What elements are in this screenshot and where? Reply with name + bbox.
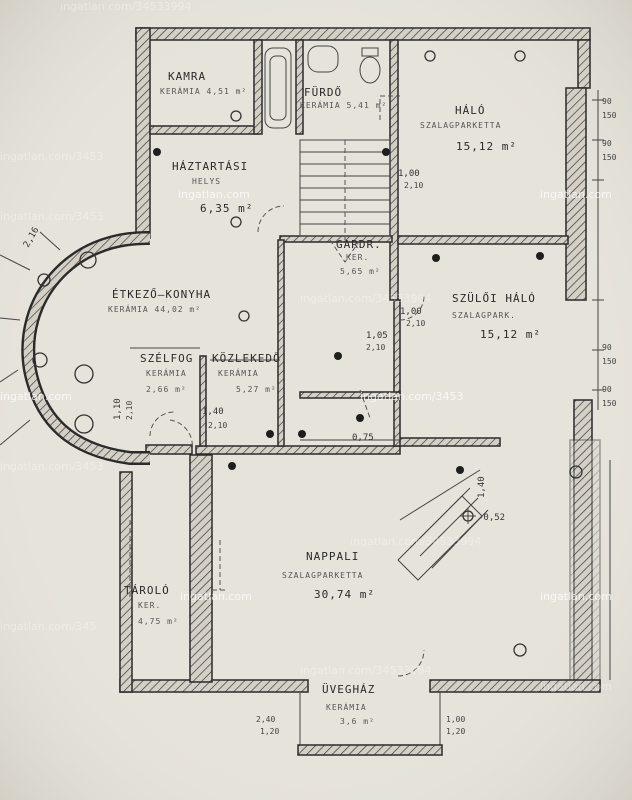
side-dim-2: 150 bbox=[602, 111, 617, 120]
room-name-gardrob: GARDR. bbox=[336, 238, 382, 251]
room-labels: KAMRA KERÁMIA 4,51 m² FÜRDŐ KERÁMIA 5,41… bbox=[108, 70, 541, 726]
side-dimension-labels: 90 150 90 150 90 150 90 150 bbox=[602, 97, 617, 408]
watermark: ingatlan.com bbox=[178, 188, 250, 201]
room-area-haztartasi: 6,35 m² bbox=[200, 202, 253, 215]
dim-door-szuloi: 1,00 bbox=[400, 307, 422, 317]
watermark: ingatlan.com/34533994 bbox=[300, 292, 432, 305]
room-sub-kamra: KERÁMIA 4,51 m² bbox=[160, 85, 247, 96]
room-name-uveghaz: ÜVEGHÁZ bbox=[322, 683, 375, 696]
watermark: ingatlan.com/34533994 bbox=[60, 0, 192, 13]
watermark: ingatlan.com/3453 bbox=[360, 390, 464, 403]
watermark: ingatlan.com/3453 bbox=[0, 150, 104, 163]
room-name-halo: HÁLÓ bbox=[455, 104, 486, 117]
dim-window-left: 2,40 bbox=[256, 715, 275, 724]
room-sub-kozlekedo: KERÁMIA bbox=[218, 367, 259, 378]
watermark: ingatlan.com bbox=[0, 390, 72, 403]
room-area-halo: 15,12 m² bbox=[456, 140, 517, 153]
room-name-furdo: FÜRDŐ bbox=[304, 85, 342, 99]
room-sub-halo: SZALAGPARKETTA bbox=[420, 121, 501, 130]
room-name-kamra: KAMRA bbox=[168, 70, 206, 83]
room-sub-etkezo: KERÁMIA 44,02 m² bbox=[108, 303, 201, 314]
room-sub-szelfog: KERÁMIA bbox=[146, 367, 187, 378]
watermark: ingatlan.com bbox=[540, 590, 612, 603]
light-points bbox=[230, 50, 583, 657]
dim-stair-opening: 1,40 bbox=[477, 476, 487, 498]
bathroom-fixtures bbox=[264, 45, 381, 129]
room-sub-haztartasi: HELYS bbox=[192, 177, 221, 186]
watermark: ingatlan.com/345 bbox=[0, 620, 97, 633]
side-dim-1: 90 bbox=[602, 97, 612, 106]
room-name-haztartasi: HÁZTARTÁSI bbox=[172, 160, 248, 173]
dim-door-gardrob: 1,05 bbox=[366, 331, 388, 341]
watermark: ingatlan.com bbox=[540, 188, 612, 201]
dim-window-right-height: 1,20 bbox=[446, 727, 465, 736]
watermark: ingatlan.com/3453 bbox=[0, 460, 104, 473]
room-area-nappali: 30,74 m² bbox=[314, 588, 375, 601]
room-name-nappali: NAPPALI bbox=[306, 550, 359, 563]
dim-door-szelfog: 1,10 bbox=[113, 398, 123, 420]
dim-step: 0,75 bbox=[352, 433, 374, 443]
dim-window-left-height: 1,20 bbox=[260, 727, 279, 736]
room-sub-uveghaz: KERÁMIA bbox=[326, 701, 367, 712]
side-dim-4: 150 bbox=[602, 153, 617, 162]
room-name-tarolo: TÁROLÓ bbox=[124, 584, 170, 597]
dim-level-nappali: -0,52 bbox=[478, 513, 505, 523]
door-swings bbox=[149, 95, 425, 677]
watermark: ingatlan.com/34533994 bbox=[300, 664, 432, 677]
stairs bbox=[299, 139, 391, 263]
dim-door-gardrob-height: 2,10 bbox=[366, 343, 385, 352]
watermark: ingatlan.com/3453 bbox=[0, 210, 104, 223]
dim-door-kozlekedo-height: 2,10 bbox=[208, 421, 227, 430]
room-sub-szuloi: SZALAGPARK. bbox=[452, 311, 516, 320]
room-area-tarolo: 4,75 m² bbox=[138, 617, 179, 626]
side-dim-3: 90 bbox=[602, 139, 612, 148]
outer-walls bbox=[119, 27, 601, 756]
dim-door-szelfog-height: 2,10 bbox=[125, 401, 134, 420]
side-dim-7: 90 bbox=[602, 385, 612, 394]
dim-door-szuloi-height: 2,10 bbox=[406, 319, 425, 328]
misc-lines bbox=[129, 347, 400, 600]
electrical-points bbox=[153, 148, 544, 474]
dim-window-right: 1,00 bbox=[446, 715, 465, 724]
room-sub-gardrob: KER. bbox=[346, 253, 369, 262]
room-area-szuloi: 15,12 m² bbox=[480, 328, 541, 341]
room-name-kozlekedo: KÖZLEKEDŐ bbox=[212, 351, 281, 365]
room-sub-furdo: KERÁMIA 5,41 m² bbox=[300, 99, 387, 110]
side-dim-8: 150 bbox=[602, 399, 617, 408]
side-dim-5: 90 bbox=[602, 343, 612, 352]
side-dim-6: 150 bbox=[602, 357, 617, 366]
room-name-szelfog: SZÉLFOG bbox=[140, 352, 193, 365]
dim-door-kozlekedo: 1,40 bbox=[202, 407, 224, 417]
room-name-etkezo: ÉTKEZŐ–KONYHA bbox=[112, 287, 211, 301]
watermark: ingatlan.com bbox=[180, 590, 252, 603]
room-sub-tarolo: KER. bbox=[138, 601, 161, 610]
room-name-szuloi: SZÜLŐI HÁLÓ bbox=[452, 291, 536, 305]
dim-door-halo-height: 2,10 bbox=[404, 181, 423, 190]
room-area-gardrob: 5,65 m² bbox=[340, 267, 381, 276]
room-area-kozlekedo: 5,27 m² bbox=[236, 385, 277, 394]
dim-door-halo: 1,00 bbox=[398, 169, 420, 179]
watermarks: ingatlan.com/34533994 ingatlan.com/3453 … bbox=[0, 0, 612, 693]
watermark: ingatlan.com/34533994 bbox=[350, 535, 482, 548]
right-dimension-line bbox=[592, 90, 611, 680]
round-bay bbox=[0, 230, 151, 465]
room-sub-nappali: SZALAGPARKETTA bbox=[282, 571, 363, 580]
room-area-szelfog: 2,66 m² bbox=[146, 385, 187, 394]
diagonal-stair bbox=[397, 469, 489, 581]
watermark: ingatlan.com bbox=[540, 680, 612, 693]
room-area-uveghaz: 3,6 m² bbox=[340, 717, 375, 726]
